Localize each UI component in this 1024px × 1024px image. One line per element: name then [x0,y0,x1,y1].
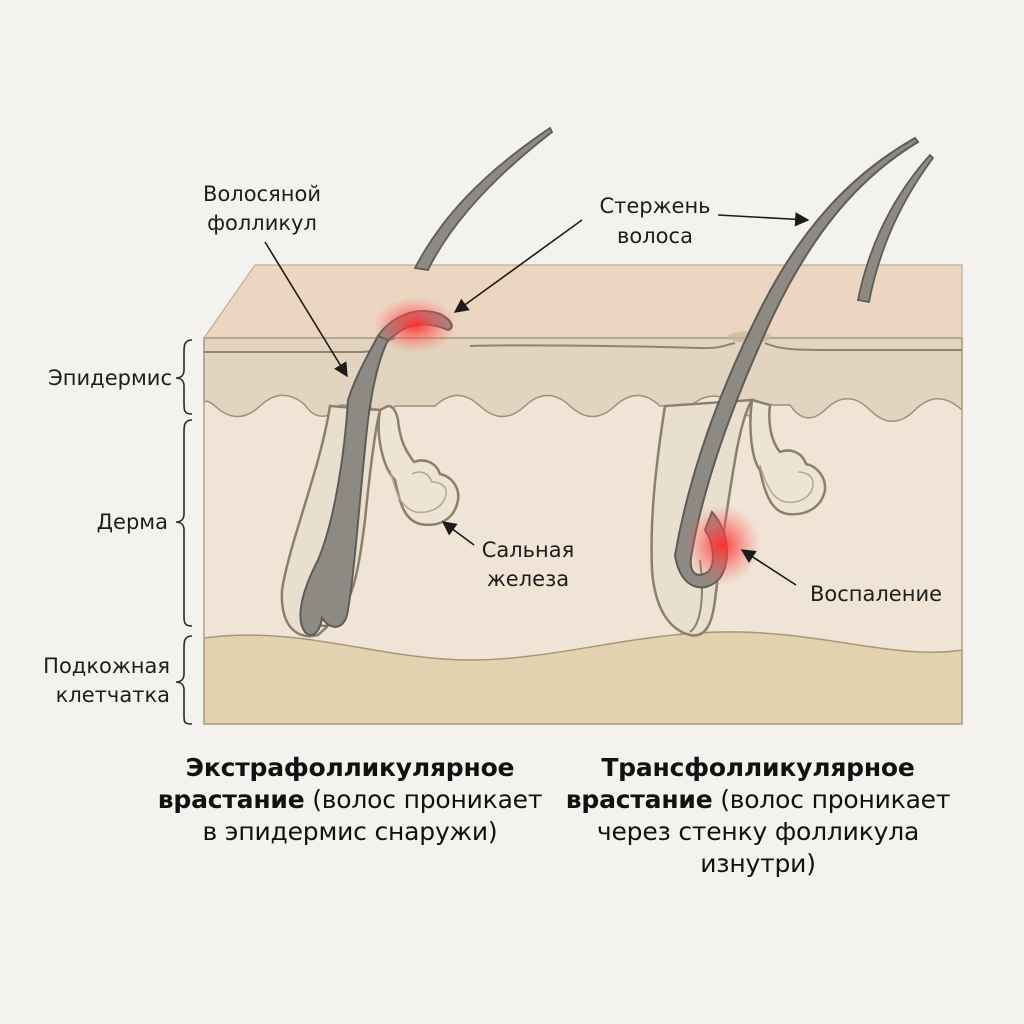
sebaceous-label-line1: Сальная [482,538,575,562]
left-hair-above-skin [413,126,554,271]
epidermis-bracket [175,339,193,415]
shaft-arrow-right [717,212,810,227]
right-sebaceous-gland [749,398,827,516]
follicle-arrow [264,241,348,378]
right-second-hair [856,153,935,304]
right-caption-text-2: через стенку фолликула [596,817,920,846]
annotation-arrows [264,212,810,586]
sebaceous-label-line2: железа [487,567,569,591]
subcutis-bracket [175,635,193,725]
epidermis-label: Эпидермис [48,366,172,390]
left-caption-bold: врастание [157,785,305,814]
shaft-label-line1: Стержень [599,194,710,218]
right-caption-text-3: изнутри) [700,849,816,878]
left-caption: Экстрафолликулярное врастание (волос про… [130,752,570,848]
right-inflammation-glow [684,505,760,585]
left-caption-text-1: (волос проникает [304,785,543,814]
epidermis-layer [203,337,963,422]
follicle-label-line2: фолликул [207,211,317,235]
subcutis-label-line2: клетчатка [56,683,170,707]
left-hair-root [299,334,390,637]
shaft-arrow-left [453,219,583,313]
left-caption-title: Экстрафолликулярное [185,753,515,782]
right-gland-inner [759,464,814,504]
right-caption: Трансфолликулярное врастание (волос прон… [538,752,978,880]
right-follicle-group [650,136,935,637]
left-gland-inner [389,469,447,514]
dermis-bracket [175,419,193,627]
inflammation-label: Воспаление [810,582,942,606]
shaft-label-line2: волоса [617,224,693,248]
follicle-label-line1: Волосяной [203,182,321,206]
inflammation-arrow [740,549,797,586]
skin-block-outline [203,337,963,725]
subcutis-label-line1: Подкожная [43,654,170,678]
left-inflammation-glow [373,297,457,353]
left-follicle-group [280,126,554,638]
layer-brackets [175,339,193,725]
right-caption-bold: врастание [565,785,713,814]
subcutis-layer [203,631,963,725]
left-caption-text-2: в эпидермис снаружи) [202,817,498,846]
dermis-label: Дерма [97,510,168,534]
sebaceous-arrow [441,521,475,546]
right-caption-title: Трансфолликулярное [601,753,915,782]
right-caption-text-1: (волос проникает [712,785,951,814]
